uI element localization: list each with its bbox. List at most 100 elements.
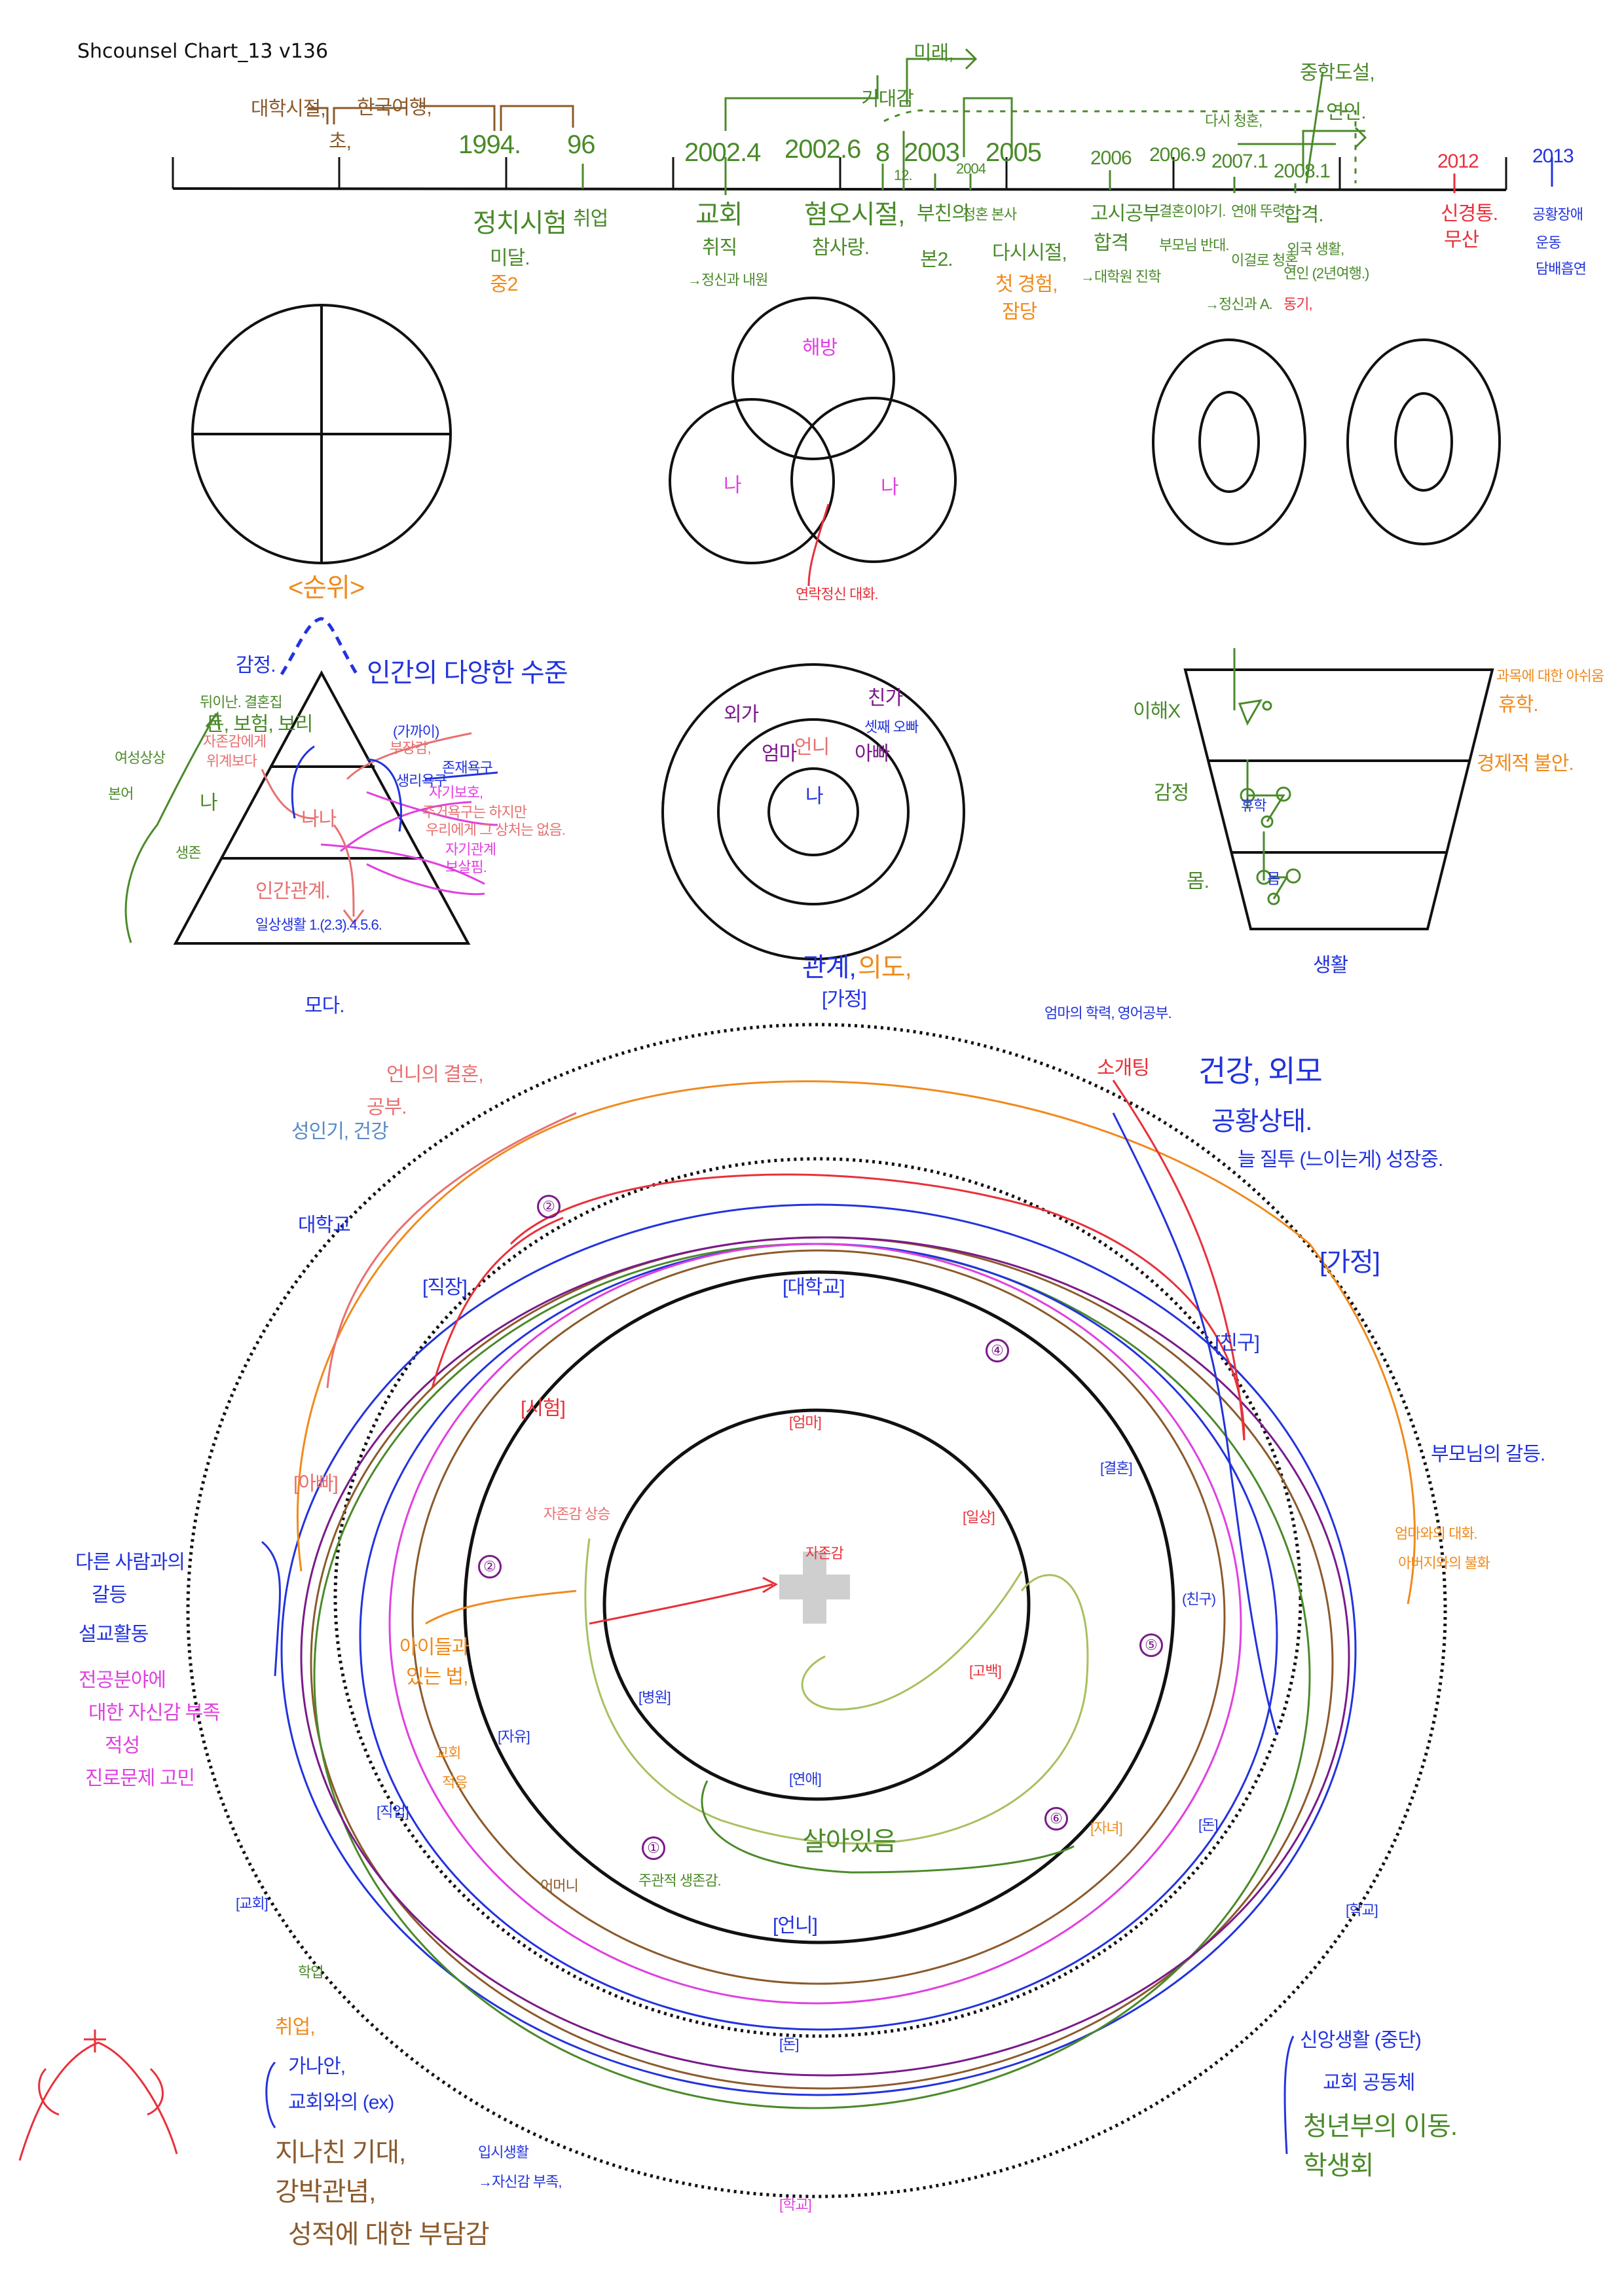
label-early: 초, [329,131,352,153]
label-fail: 미달. [490,247,530,269]
quartered-circle [191,304,452,564]
target-dad: 아빠 [855,743,890,765]
pyramid-caption: 모다. [304,995,345,1017]
left-major2: 대한 자신감 부족 [88,1702,221,1724]
big-self: 자존감 상승 [544,1506,610,1522]
label-first: 첫 경험, [995,274,1058,295]
left-preach: 설교활동 [79,1624,149,1645]
label-marriage: 결혼이야기. [1159,203,1226,219]
marker-1: ① [642,1836,665,1860]
right-faith: 신앙생활 (중단) [1300,2030,1422,2051]
target-caption-relation: 관계, [802,953,857,982]
timeline-year-ticks [581,131,1297,195]
pyramid-r1: 자존감에게 [203,733,267,750]
big-hospital: [병원] [638,1689,671,1705]
year-2006: 2006 [1090,147,1132,169]
funnel-emotion: 감정 [1154,782,1189,804]
pyramid-relation: 인간관계. [255,881,331,902]
label-exercise: 운동 [1536,234,1561,251]
label-lover: 연인. [1326,101,1367,123]
target-sister: 언니 [794,737,830,758]
big-mom: [엄마] [789,1414,822,1430]
year-2004: 2004 [956,160,986,177]
pyramid-near: (가까이) [393,723,439,740]
bottom-obsess: 강박관념, [275,2178,376,2206]
label-future: 미래, [913,43,954,64]
pyramid-selfprotect: 자기보호, [429,784,483,801]
big-father: [아빠] [293,1473,339,1495]
right-student: 학생회 [1303,2151,1374,2180]
label-propose: 이걸로 청혼 [1231,252,1298,268]
label-peer: 동기, [1283,296,1313,312]
label-jamdang: 잠당 [1002,301,1037,323]
year-2008-1: 2008.1 [1274,160,1331,182]
pyramid-r2: 위계보다 [206,753,257,769]
big-univ2: [대학교] [783,1277,845,1298]
label-parents: 부모님 반대. [1159,237,1229,253]
right-youth: 청년부의 이동. [1303,2112,1458,2141]
big-school: [학교] [1346,1902,1378,1918]
big-kidsways2: 있는 법, [406,1666,468,1688]
venn-diagram [669,297,957,564]
funnel-right1: 과목에 대한 아쉬움 [1496,668,1604,684]
bottom-canaan: 가나안, [288,2056,346,2077]
year-12: 12. [894,167,913,183]
pyramid-burden: 부장감, [390,740,432,756]
big-kidsways1: 아이들과 [399,1637,470,1658]
left-major3: 적성 [105,1735,140,1757]
pyramid-g1: 뒤이난. 결혼집 [200,694,283,710]
big-parentconf: 부모님의 갈등. [1431,1444,1545,1465]
pyramid-rank: <순위> [288,574,365,602]
funnel-body: 몸. [1187,871,1209,892]
big-free: [자유] [498,1728,530,1745]
right-community: 교회 공동체 [1323,2072,1415,2094]
big-home: [가정] [1320,1248,1380,1277]
bottom-grade: 성적에 대한 부담감 [288,2220,490,2249]
big-jealous: 늘 질투 (느이는게) 성장중. [1238,1149,1443,1171]
label-employ: 취직 [702,237,737,259]
label-panic: 공황장애 [1532,206,1583,223]
marker-5: ⑤ [1139,1633,1163,1657]
pyramid-care: 보살핌. [445,859,487,875]
pyramid-physio: 생리욕구 [396,773,447,789]
center-cross-icon [779,1552,850,1624]
marker-4: ④ [986,1339,1009,1362]
timeline-arrows [724,48,1367,184]
label-college: 대학시절, [251,98,326,120]
bottom-academic: 학업 [298,1964,323,1980]
pyramid-need1: 주거욕구는 하지만 [422,804,527,820]
funnel-understand: 이해X [1133,701,1181,722]
year-1994: 1994. [458,130,521,159]
venn-top-label: 해방 [802,337,838,359]
left-major1: 전공분야에 [79,1669,166,1691]
timeline-brackets [308,105,574,131]
marker-6: ⑥ [1044,1807,1068,1831]
year-2007-1: 2007.1 [1211,151,1268,172]
big-kids: [자녀] [1090,1820,1123,1836]
big-friend: [친구] [1215,1332,1260,1354]
label-job: 취업 [573,208,608,230]
year-2005: 2005 [986,138,1042,167]
label-dating: 연애 뚜렷 [1231,203,1285,219]
target-caption-intent: 의도, [858,953,912,982]
year-2002-4: 2002.4 [684,138,761,167]
label-cancel: 무산 [1444,229,1479,251]
pyramid-bono: 본어 [108,786,134,802]
big-money2: [돈] [779,2036,799,2052]
big-subjective: 주관적 생존감. [638,1872,722,1889]
label-exam: 정치시험 [473,209,567,238]
funnel-leave: 휴학 [1241,797,1266,814]
left-career: 진로문제 고민 [85,1768,195,1789]
year-2012: 2012 [1437,151,1479,172]
big-health: 건강, 외모 [1198,1054,1323,1088]
big-occupation: [직업] [377,1804,409,1820]
label-smoke: 담배흡연 [1536,261,1587,277]
target-me: 나 [805,786,824,807]
label-repropose: 다시 청혼, [1205,113,1263,129]
year-96: 96 [567,130,595,159]
venn-caption: 연락정신 대화. [796,586,879,602]
year-8: 8 [876,138,890,167]
label-psych: →정신과 내원 [688,272,768,288]
hand-drawn-figure-icon [18,2030,178,2161]
label-pass2: 합격. [1283,204,1324,226]
